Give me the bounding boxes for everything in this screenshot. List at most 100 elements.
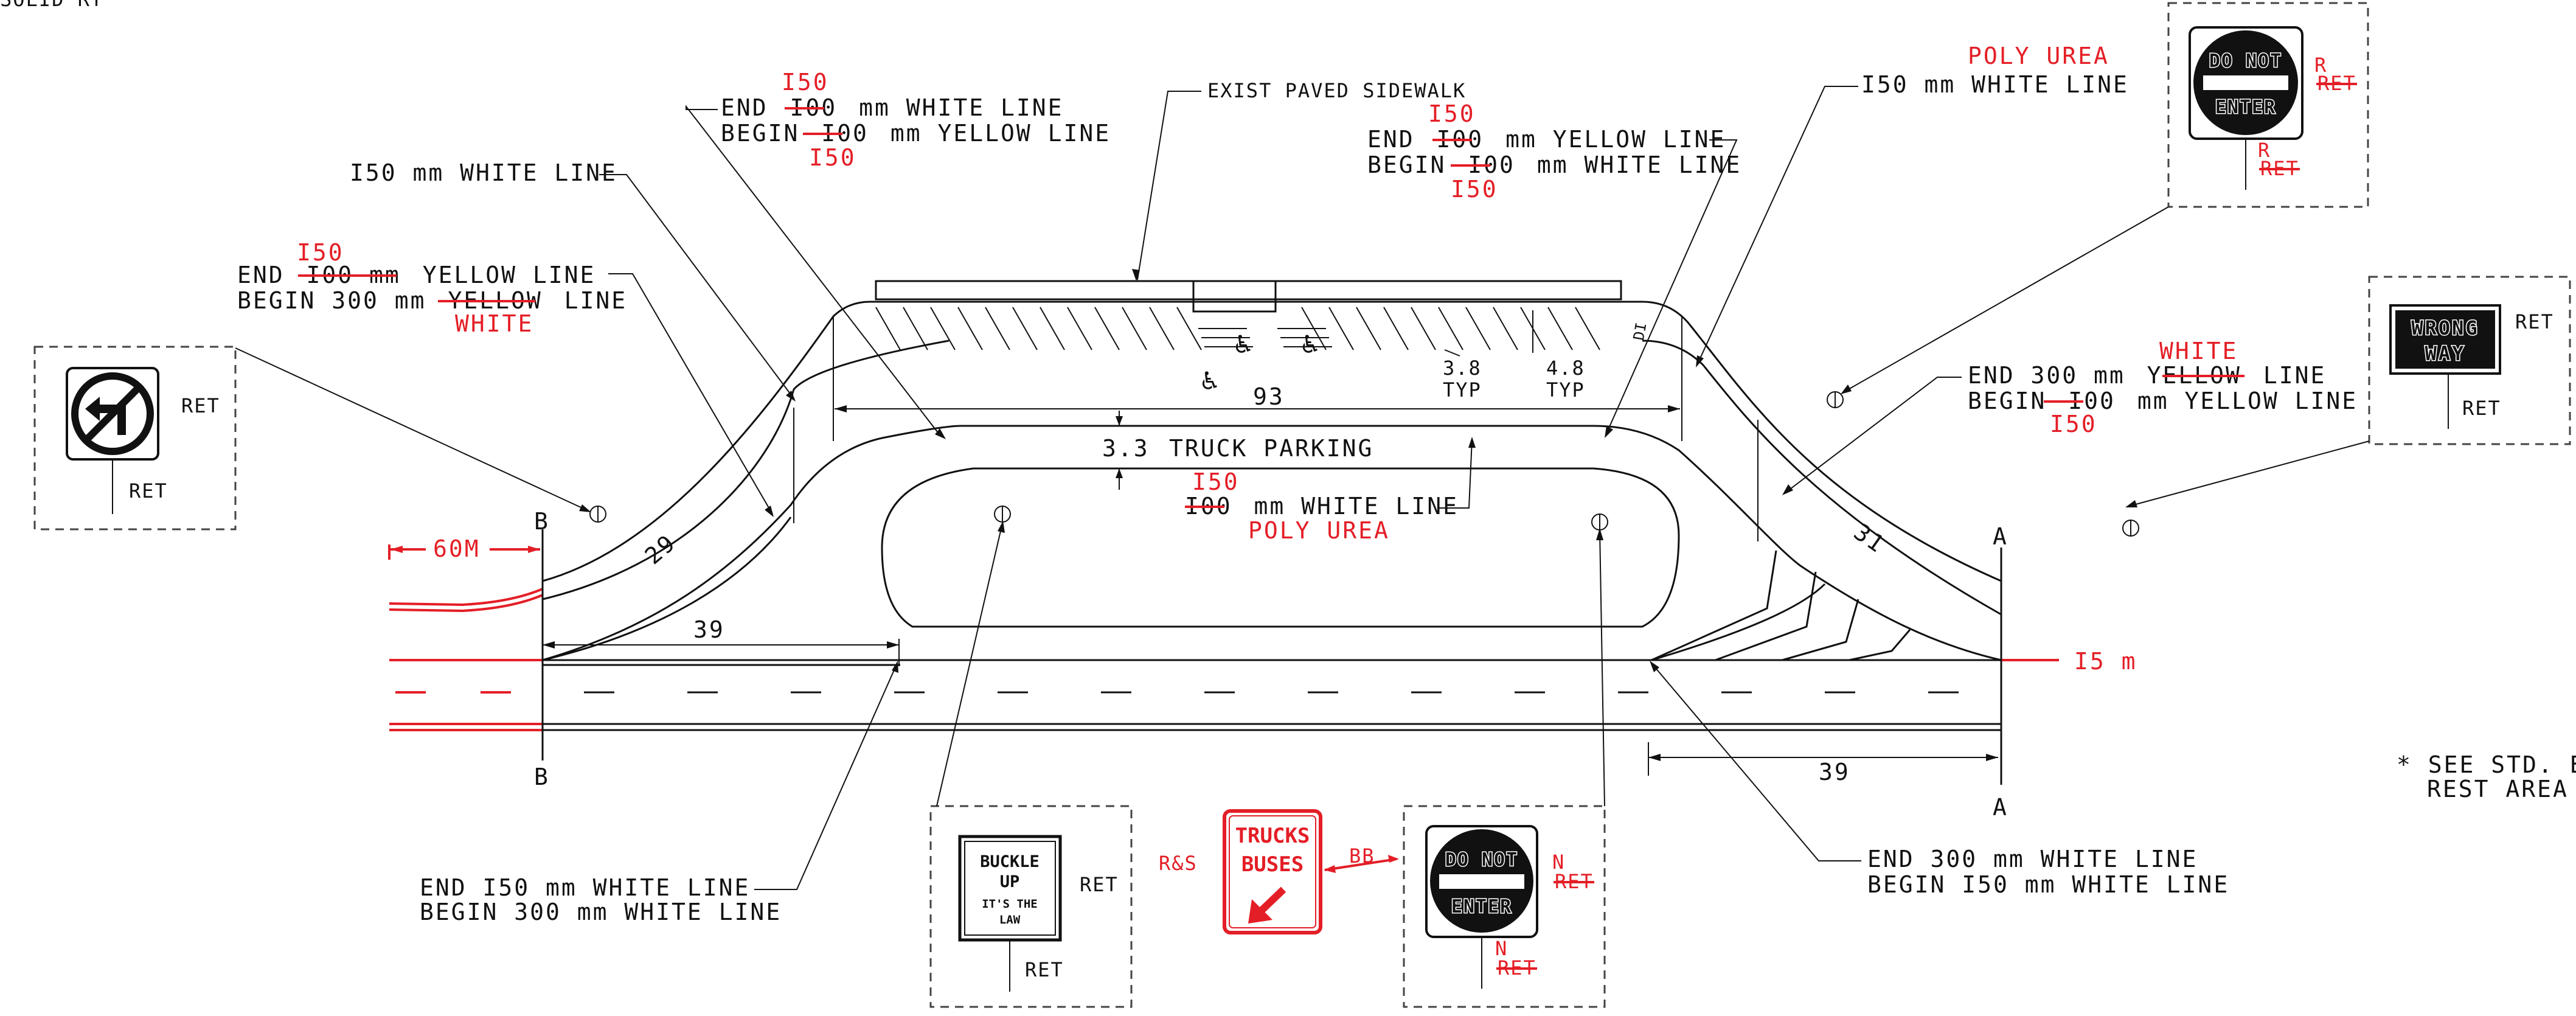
inner-ramp-edge [542,425,2002,661]
sign-wrong-way: WRONG WAY RET RET [2125,276,2571,507]
accessible-icon-2: ♿ [1302,327,1319,360]
svg-text:N: N [1495,937,1508,960]
accessible-icon-3: ♿ [1201,363,1218,396]
dim-3-3: 3.3 [1102,435,1150,462]
svg-text:RET: RET [2515,310,2554,333]
sign-location-markers [589,391,2139,537]
svg-text:BEGIN 300 mm YELLOW LINE: BEGIN 300 mm YELLOW LINE [237,287,627,314]
dim-39-left: 39 [693,616,725,643]
no-left-turn-slash [84,385,141,442]
svg-text:END 300 mm YELLOW LINE: END 300 mm YELLOW LINE [1968,362,2326,389]
svg-text:POLY UREA: POLY UREA [1248,517,1390,544]
sidewalk-access [1192,280,1277,313]
svg-text:RET: RET [2462,397,2501,420]
section-b-top: B [534,508,550,535]
svg-text:I50: I50 [1192,468,1240,495]
svg-text:I50 mm WHITE LINE: I50 mm WHITE LINE [350,159,617,186]
svg-text:RET: RET [1080,873,1119,896]
svg-text:I50: I50 [809,144,856,171]
ramp-marker: DI [1630,321,1650,341]
dim-60m: 60M [433,535,481,562]
svg-text:LAW: LAW [999,913,1021,927]
callout-white-150-left: I50 mm WHITE LINE [350,159,796,402]
svg-text:ENTER: ENTER [1451,896,1512,917]
svg-text:BEGIN 300 mm WHITE LINE: BEGIN 300 mm WHITE LINE [420,899,782,925]
mainline-roadway [388,545,2059,731]
svg-text:DO NOT: DO NOT [2209,50,2282,72]
sign-buckle-up: BUCKLE UP IT'S THE LAW RET RET [929,521,1133,1008]
svg-text:I50: I50 [297,239,344,266]
outer-ramp-edge [542,301,2002,582]
accessible-icon-1: ♿ [1235,327,1252,360]
sidewalk [875,280,1622,301]
svg-text:I50 mm WHITE LINE: I50 mm WHITE LINE [1861,71,2129,98]
svg-text:I50: I50 [1428,100,1476,127]
callout-end-yellow-begin-300: I50 END I00 mm YELLOW LINE BEGIN 300 mm … [237,239,774,517]
entry-gore-line [542,517,792,661]
callout-end-white-begin-yellow: I50 END I00 mm WHITE LINE BEGIN I00 mm Y… [686,69,1111,439]
svg-text:BEGIN I00 mm YELLOW LINE: BEGIN I00 mm YELLOW LINE [1968,388,2358,414]
dim-3-8-typ: TYP [1443,378,1482,402]
notes: * SEE STD. E-I REST AREA [2397,751,2576,802]
svg-text:DO NOT: DO NOT [1445,849,1518,871]
section-a-bottom: A [1993,794,2008,821]
sign-no-left-turn: RET RET [33,346,591,531]
svg-text:BUSES: BUSES [1241,852,1304,877]
dim-4-8-typ: TYP [1546,378,1585,402]
dim-15m: I5 m [2074,648,2137,675]
svg-text:POLY UREA: POLY UREA [1968,43,2109,69]
svg-text:I50: I50 [782,69,829,96]
svg-text:END I50 mm WHITE LINE: END I50 mm WHITE LINE [420,874,750,901]
svg-text:REST AREA: REST AREA [2427,776,2569,802]
exit-gore-line [1651,583,1826,661]
dimensions: 93 3.8 TYP 4.8 TYP 39 39 29 31 60M I5 m … [391,310,2137,821]
callout-exist-sidewalk: EXIST PAVED SIDEWALK [1132,79,1466,281]
svg-text:RET: RET [1025,958,1064,981]
svg-text:END I00 mm WHITE LINE: END I00 mm WHITE LINE [721,94,1063,121]
section-b-bottom: B [534,764,550,790]
rest-area-geometry: ♿ ♿ ♿ [541,280,2002,785]
entry-yellow-line [542,339,950,600]
svg-text:R&S: R&S [1159,852,1198,875]
callout-end-yellow-begin-white: I50 END I00 mm YELLOW LINE BEGIN I00 mm … [1367,100,1741,438]
callout-end150-begin300: END I50 mm WHITE LINE BEGIN 300 mm WHITE… [420,661,898,925]
callout-end300-begin150: END 300 mm WHITE LINE BEGIN I50 mm WHITE… [1650,661,2229,898]
svg-text:BEGIN I50 mm WHITE LINE: BEGIN I50 mm WHITE LINE [1867,871,2229,898]
svg-text:R: R [2258,139,2271,162]
svg-text:EXIST PAVED SIDEWALK: EXIST PAVED SIDEWALK [1207,79,1466,102]
svg-text:BEGIN I00 mm YELLOW LINE: BEGIN I00 mm YELLOW LINE [721,120,1111,147]
svg-text:BEGIN I00 mm WHITE LINE: BEGIN I00 mm WHITE LINE [1367,151,1741,178]
dim-31: 31 [1849,518,1890,558]
accessible-parking-icon: ♿ ♿ ♿ [1201,327,1319,396]
sign-trucks-buses: R&S TRUCKS BUSES BB [1159,809,1399,934]
svg-text:* SEE STD. E-I: * SEE STD. E-I [2397,751,2576,778]
callout-poly-urea-white-150: POLY UREA I50 mm WHITE LINE [1696,43,2129,367]
dim-29: 29 [640,529,681,569]
svg-text:ENTER: ENTER [2215,97,2276,118]
dim-39-right: 39 [1819,759,1850,785]
parking-island [881,467,1680,628]
svg-text:END I00 mm YELLOW LINE: END I00 mm YELLOW LINE [1367,126,1726,153]
svg-text:N: N [1552,851,1565,874]
dim-93: 93 [1253,383,1285,410]
svg-text:I00 mm WHITE LINE: I00 mm WHITE LINE [1185,493,1459,520]
svg-text:WRONG: WRONG [2411,316,2479,339]
svg-text:RET: RET [129,479,168,503]
svg-text:TRUCKS: TRUCKS [1235,824,1310,848]
truck-parking-label: TRUCK PARKING [1169,435,1373,462]
svg-text:R: R [2314,54,2327,77]
svg-text:WHITE: WHITE [455,310,533,337]
dim-4-8: 4.8 [1546,357,1585,380]
svg-text:WAY: WAY [2425,342,2466,365]
svg-text:END 300 mm WHITE LINE: END 300 mm WHITE LINE [1867,846,2198,872]
svg-text:RET: RET [181,394,220,417]
dim-3-8: 3.8 [1443,357,1482,380]
sign-do-not-enter-top: DO NOT ENTER R RET R RET [1841,2,2369,394]
left-turn-arrow-icon [97,405,126,435]
svg-text:UP: UP [1000,872,1020,891]
callout-end-300-begin-yellow: WHITE END 300 mm YELLOW LINE BEGIN I00 m… [1782,338,2358,495]
section-a-top: A [1993,523,2008,550]
svg-text:I50: I50 [1451,176,1498,203]
red-ramp-line-2 [389,594,543,613]
